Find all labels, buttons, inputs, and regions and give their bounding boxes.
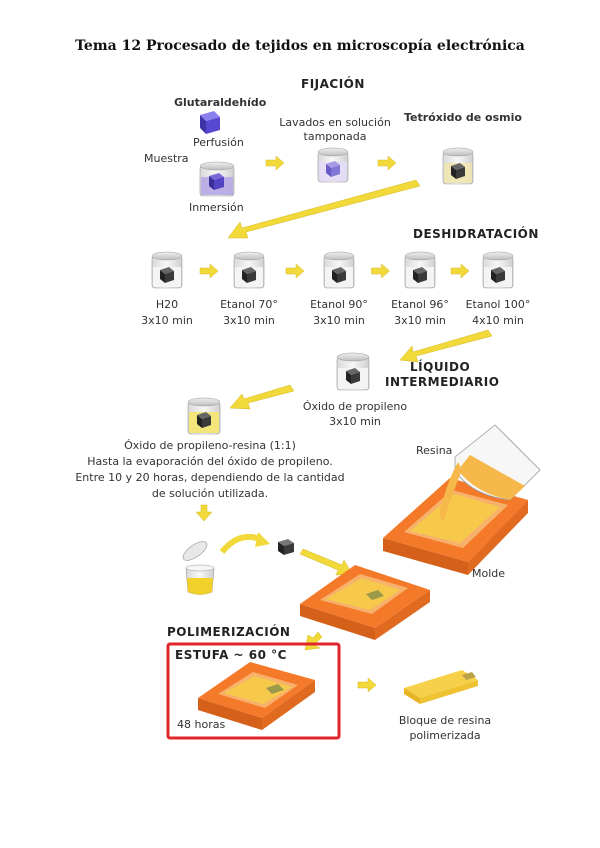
oven-mold-icon [198,662,315,730]
arrow-icon [199,263,219,279]
arrow-icon [371,263,390,279]
molde-label: Molde [472,567,506,580]
dehydration-jar-icon [233,251,265,289]
arrow-icon [377,155,397,171]
section-polimerizacion: POLIMERIZACIÓN [167,625,291,639]
sample-cube-icon [278,539,294,555]
arrow-icon [285,263,305,279]
inmersion-label: Inmersión [189,201,244,214]
bloque-label-2: polimerizada [409,729,481,742]
propylene-oxide-jar-icon [336,352,370,391]
resin-mix-line-4: de solución utilizada. [151,487,269,500]
estufa-label: ESTUFA ~ 60 °C [175,648,287,662]
diagonal-arrow-icon [229,384,295,410]
dehydration-step-time: 3x10 min [223,314,275,327]
up-left-arrow-icon [304,631,323,651]
resin-block-icon [404,670,478,704]
section-deshidratacion: DESHIDRATACIÓN [413,227,539,241]
section-fijacion: FIJACIÓN [301,77,365,91]
dehydration-step-name: Etanol 90° [310,298,368,311]
glutaraldehido-label: Glutaraldehído [174,96,267,109]
dehydration-jar-icon [151,251,183,289]
dehydration-step-time: 3x10 min [313,314,365,327]
glutaraldehyde-cube-icon [200,111,220,134]
dehydration-step-time: 3x10 min [394,314,446,327]
muestra-label: Muestra [144,152,189,165]
dehydration-step-name: H20 [155,298,179,311]
dehydration-step-name: Etanol 100° [465,298,531,311]
lavados-label-1: Lavados en solución [279,116,391,129]
tetroxido-label: Tetróxido de osmio [404,111,522,124]
resin-mix-line-2: Hasta la evaporación del óxido de propil… [87,455,333,468]
oxido-label: Óxido de propileno [302,400,408,413]
resin-mix-jar-icon [187,397,221,435]
buffer-wash-jar-icon [317,147,349,183]
page-title: Tema 12 Procesado de tejidos en microsco… [75,38,525,54]
arrow-icon [450,263,470,279]
dehydration-step-name: Etanol 96° [391,298,449,311]
dehydration-step-time: 3x10 min [141,314,193,327]
section-liquido-2: INTERMEDIARIO [385,375,500,389]
oven-highlight-box [166,642,341,740]
diagonal-arrow-icon [399,329,493,363]
resina-label: Resina [416,444,453,457]
lavados-label-2: tamponada [303,130,367,143]
dehydration-step-time: 4x10 min [472,314,524,327]
osmium-tetroxide-jar-icon [442,147,474,185]
bloque-label-1: Bloque de resina [398,714,492,727]
resin-mix-line-3: Entre 10 y 20 horas, dependiendo de la c… [75,471,345,484]
arrow-icon [357,677,377,693]
horas-label: 48 horas [177,718,226,731]
dehydration-step-name: Etanol 70° [220,298,278,311]
long-diagonal-arrow-icon [227,179,421,239]
embedding-mold-upper-icon [383,478,528,575]
arrow-icon [265,155,285,171]
section-liquido-1: LÍQUIDO [410,360,471,374]
perfusion-label: Perfusión [193,136,244,149]
oxido-time: 3x10 min [329,415,381,428]
immersion-jar-icon [199,161,235,197]
embedding-mold-lower-icon [300,565,430,640]
dehydration-jar-icon [404,251,436,289]
open-cup-icon [182,541,215,595]
dehydration-jar-icon [323,251,355,289]
dehydration-jar-icon [482,251,514,289]
resin-beaker-icon [439,424,541,520]
diagonal-arrow-icon [299,548,353,576]
resin-mix-line-1: Óxido de propileno-resina (1:1) [124,439,296,452]
down-arrow-icon [195,504,213,522]
